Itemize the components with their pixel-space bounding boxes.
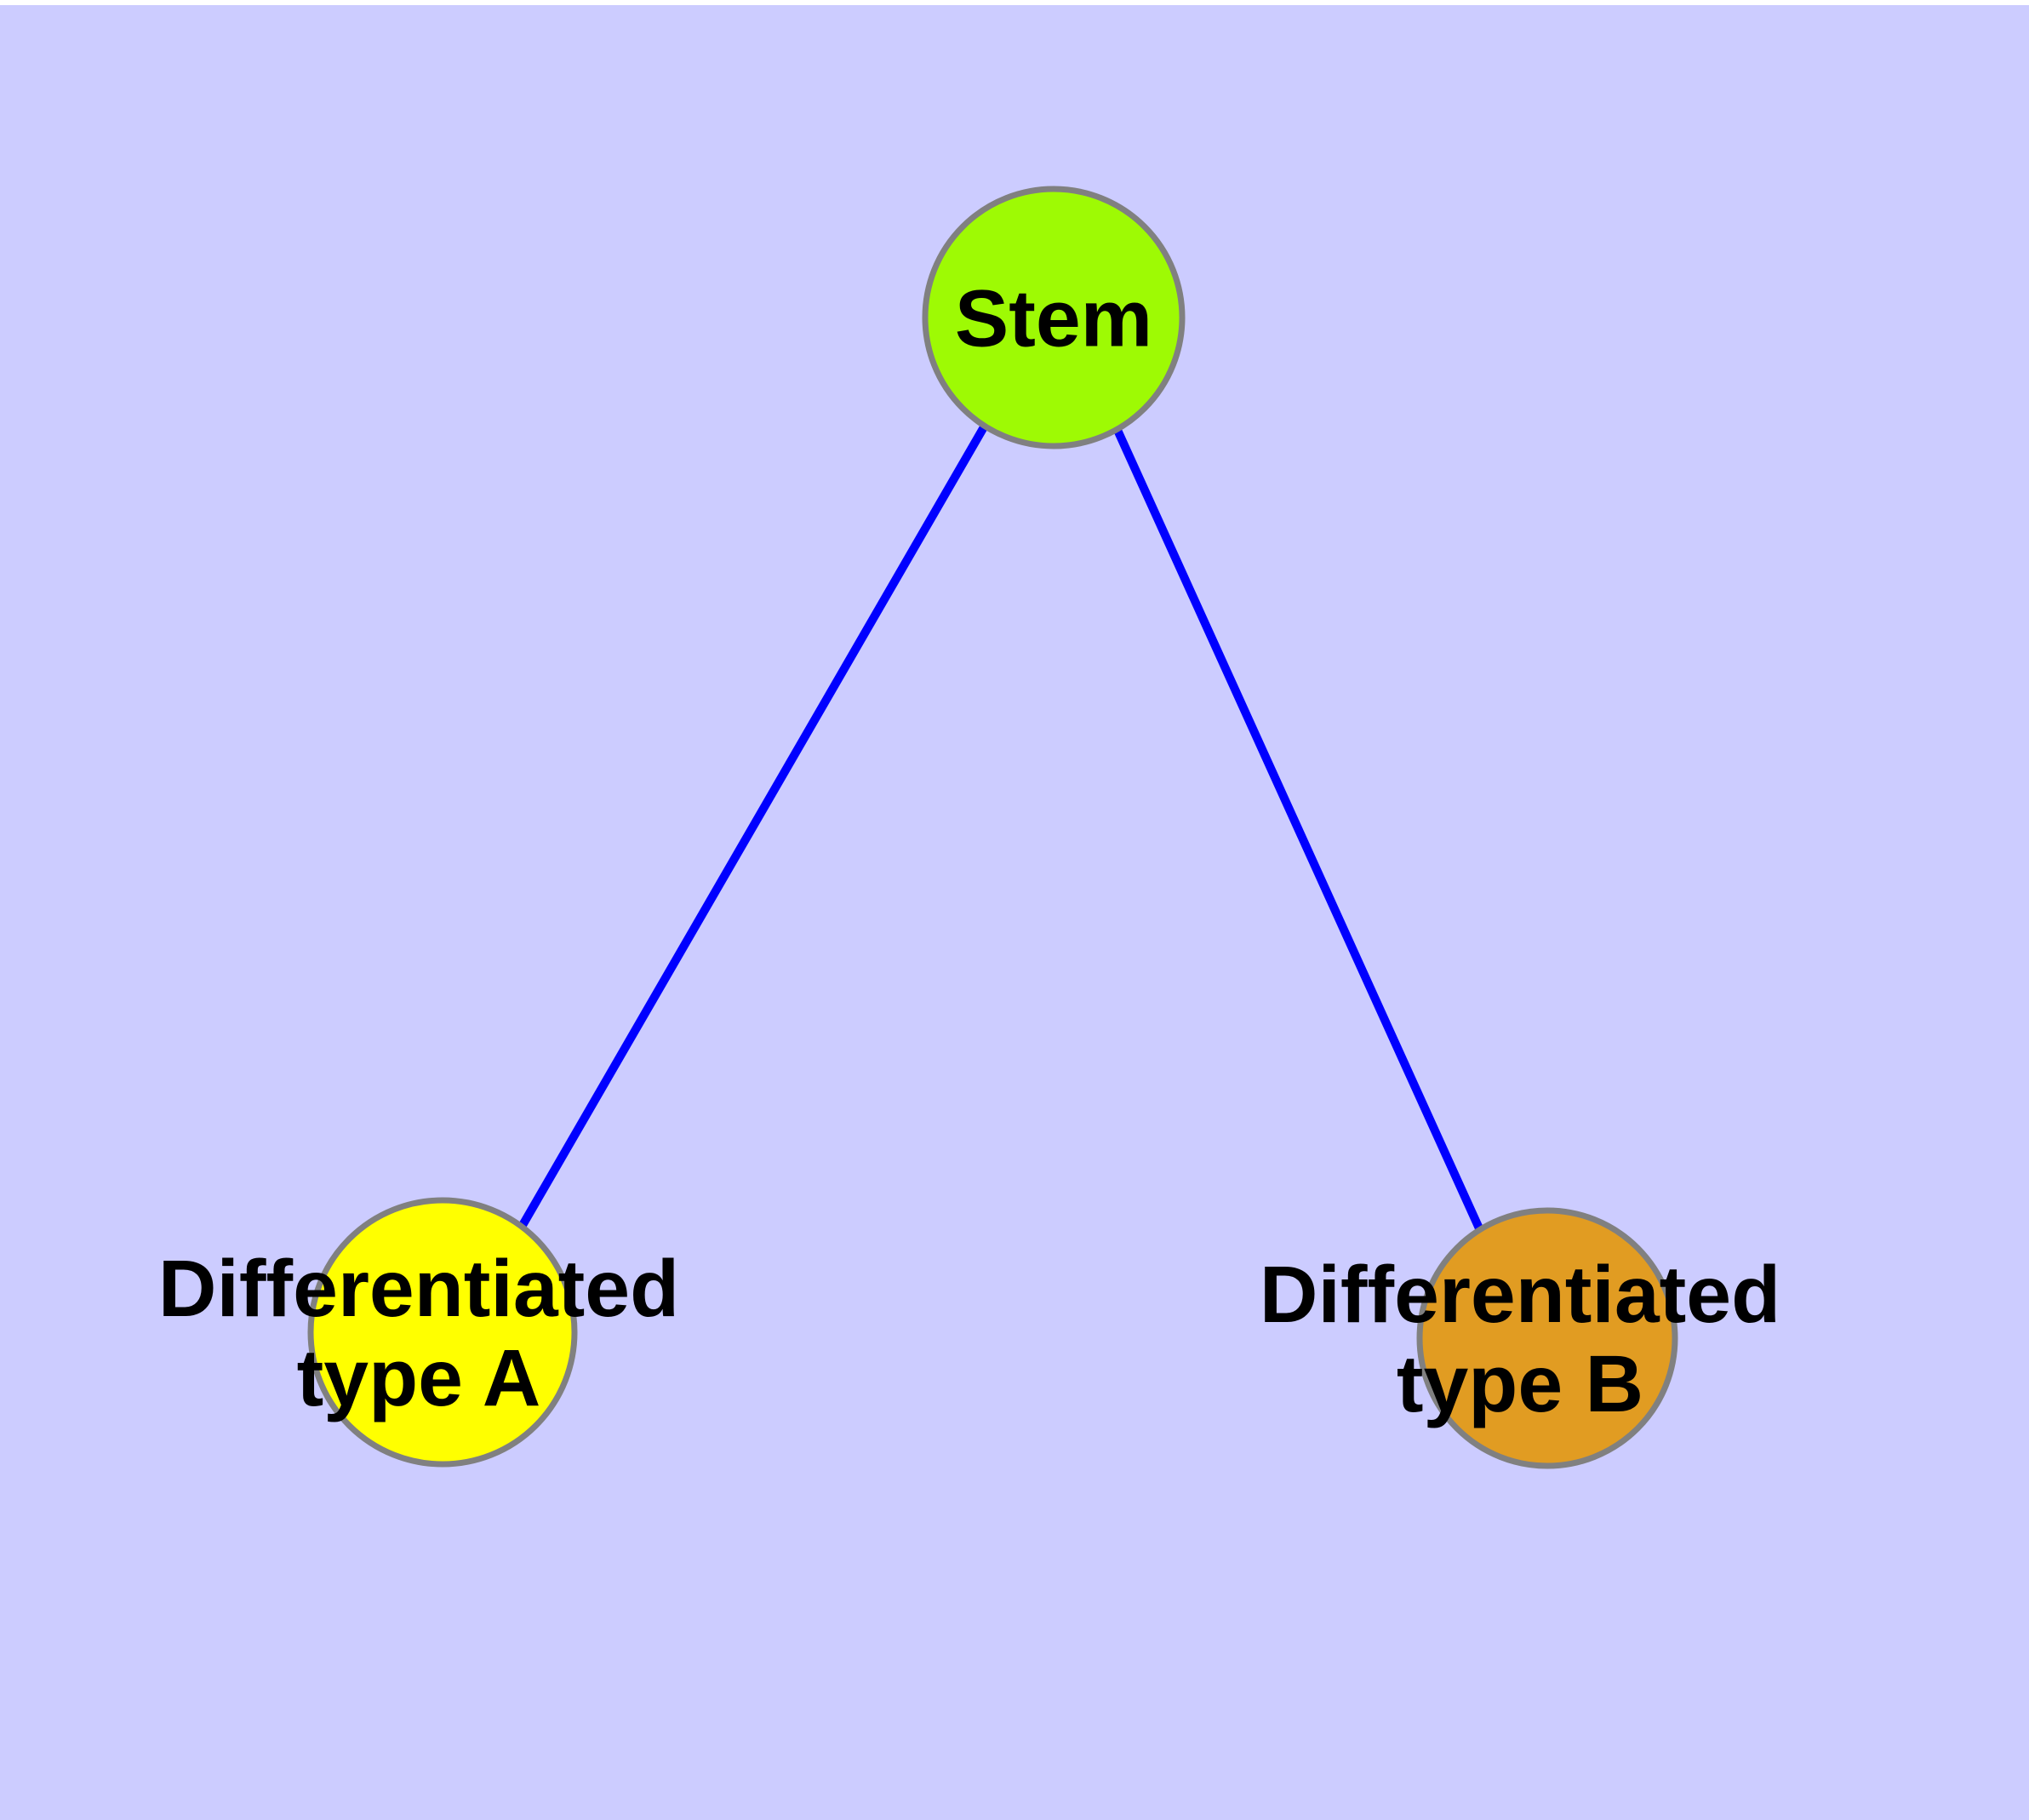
node-diff-b[interactable]	[1416, 1207, 1678, 1469]
node-label-line: Stem	[955, 273, 1152, 363]
nodes-group	[307, 186, 1678, 1469]
node-label-line: type B	[1397, 1339, 1643, 1429]
node-label-line: Differentiated	[158, 1244, 679, 1334]
node-label-line: type A	[297, 1333, 541, 1423]
edges-group	[517, 423, 1483, 1231]
node-stem[interactable]	[922, 186, 1186, 449]
edge-stem-to-diff-b	[1112, 426, 1483, 1231]
edge-stem-to-diff-a	[517, 423, 989, 1229]
node-label-stem: Stem	[955, 273, 1152, 363]
node-diff-a[interactable]	[307, 1197, 578, 1468]
node-label-line: Differentiated	[1260, 1250, 1780, 1340]
